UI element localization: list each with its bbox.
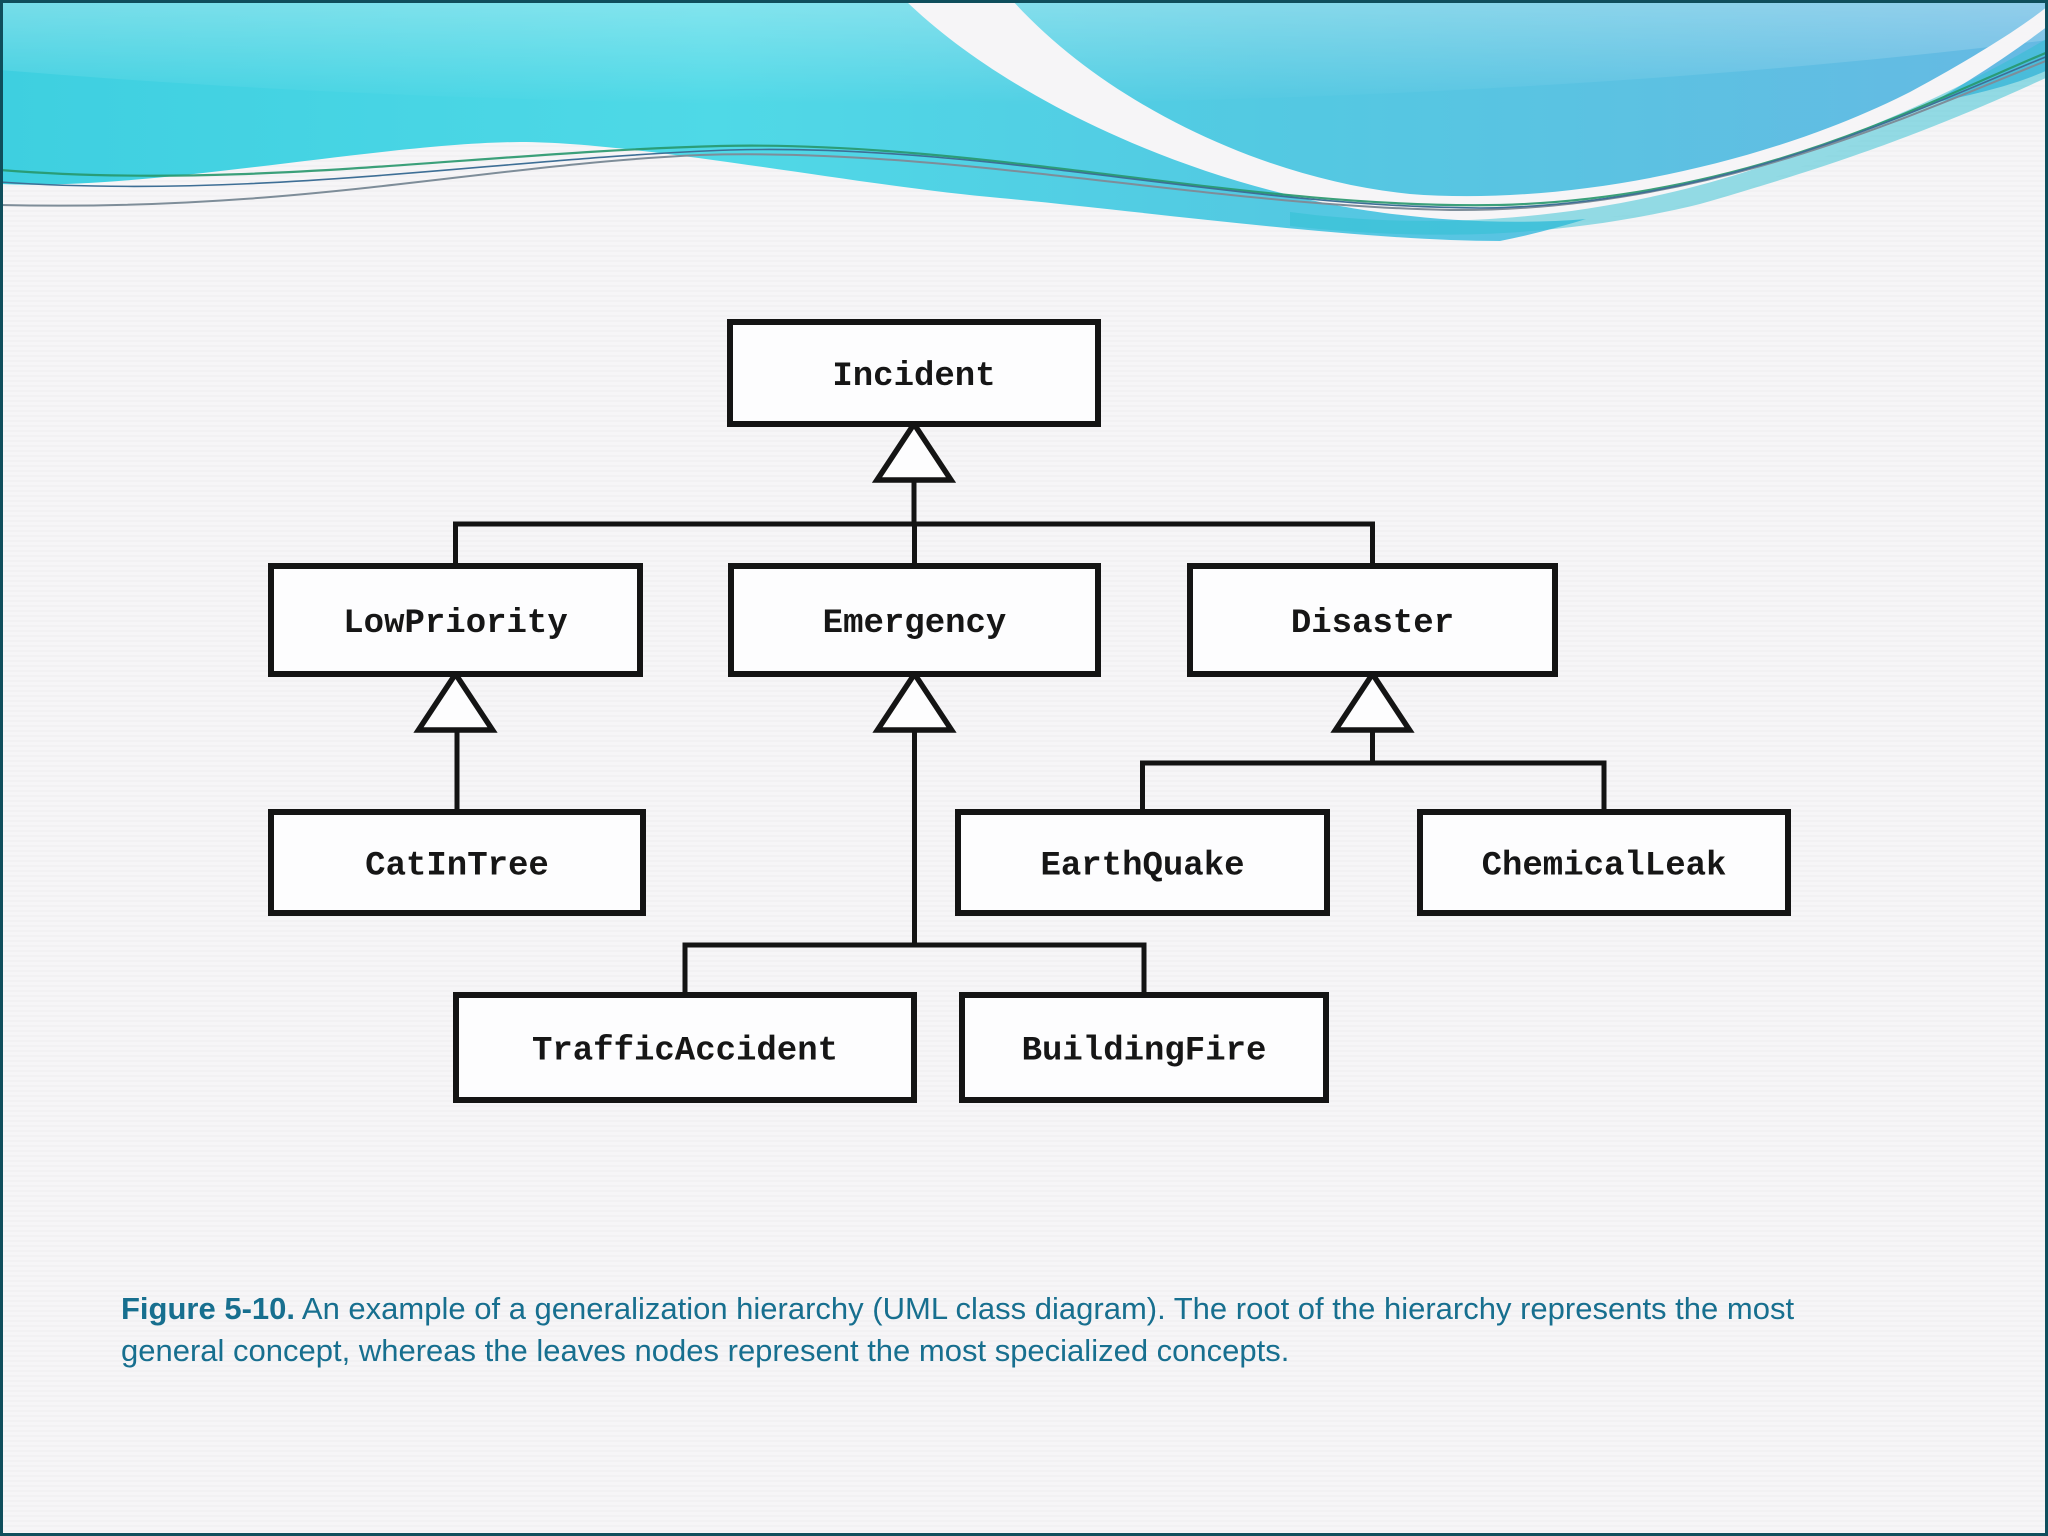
generalization-disaster-triangle-icon: [1330, 669, 1415, 733]
class-box-rect-incident: [727, 319, 1101, 427]
class-box-earthquake: EarthQuake: [955, 809, 1330, 916]
class-box-disaster: Disaster: [1187, 563, 1558, 677]
figure-caption: Figure 5-10. An example of a generalizat…: [121, 1288, 1841, 1372]
class-box-chemicalleak: ChemicalLeak: [1417, 809, 1791, 916]
class-label-buildingfire: BuildingFire: [1022, 1033, 1267, 1071]
class-box-trafficaccident: TrafficAccident: [453, 992, 917, 1103]
figure-caption-label: Figure 5-10.: [121, 1291, 295, 1326]
class-box-rect-buildingfire: [959, 992, 1329, 1103]
class-label-catintree: CatInTree: [365, 848, 549, 886]
generalization-emergency-triangle-icon: [872, 669, 957, 733]
class-label-chemicalleak: ChemicalLeak: [1482, 848, 1727, 886]
class-box-incident: Incident: [727, 319, 1101, 427]
class-box-rect-chemicalleak: [1417, 809, 1791, 916]
generalization-lowpriority-triangle-icon: [413, 669, 498, 733]
class-box-rect-lowpriority: [268, 563, 643, 677]
class-box-rect-emergency: [728, 563, 1101, 677]
header-accent-line-grey: [0, 59, 2048, 212]
class-label-disaster: Disaster: [1291, 605, 1454, 643]
class-box-lowpriority: LowPriority: [268, 563, 643, 677]
class-label-earthquake: EarthQuake: [1040, 848, 1244, 886]
header-accent-line-blue: [0, 55, 2048, 209]
class-box-catintree: CatInTree: [268, 809, 646, 916]
class-box-buildingfire: BuildingFire: [959, 992, 1329, 1103]
class-box-emergency: Emergency: [728, 563, 1101, 677]
class-label-incident: Incident: [832, 358, 995, 396]
class-box-rect-earthquake: [955, 809, 1330, 916]
class-box-rect-catintree: [268, 809, 646, 916]
class-label-lowpriority: LowPriority: [343, 605, 567, 643]
figure-caption-text: An example of a generalization hierarchy…: [121, 1291, 1795, 1368]
class-label-trafficaccident: TrafficAccident: [532, 1033, 838, 1071]
class-label-emergency: Emergency: [823, 605, 1007, 643]
generalization-incident-triangle-icon: [871, 419, 957, 483]
class-box-rect-disaster: [1187, 563, 1558, 677]
wave-header-graphic: [0, 0, 2048, 241]
class-box-rect-trafficaccident: [453, 992, 917, 1103]
header-teal-swoosh: [1290, 38, 2048, 235]
